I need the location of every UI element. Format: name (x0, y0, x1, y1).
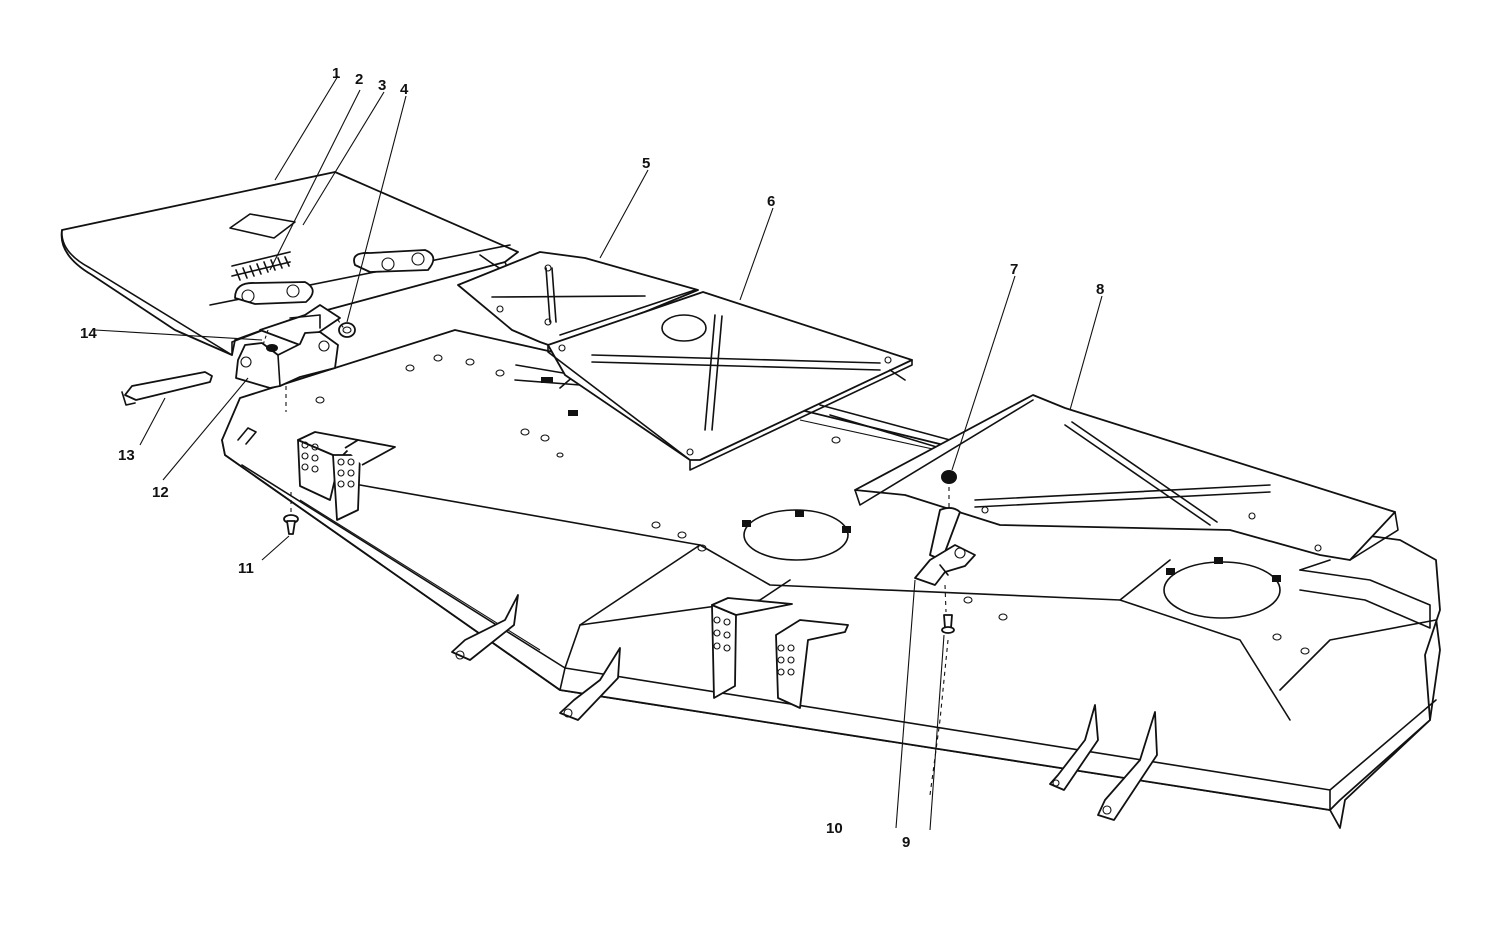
mounting-screw (283, 514, 299, 535)
callout-4: 4 (400, 81, 409, 98)
callout-14: 14 (80, 325, 97, 342)
callout-8: 8 (1096, 281, 1104, 298)
callout-3: 3 (378, 77, 386, 94)
latch-screw (941, 614, 955, 634)
callout-2: 2 (355, 71, 363, 88)
hinge-bolt (121, 371, 213, 406)
center-belt-cover (547, 291, 913, 471)
knob (941, 470, 957, 484)
hanger-brackets (297, 431, 1158, 821)
callout-10: 10 (826, 820, 843, 837)
cover-latch (914, 507, 976, 586)
callout-1: 1 (332, 65, 340, 82)
callout-5: 5 (642, 155, 650, 172)
mower-deck (221, 329, 1441, 829)
callout-12: 12 (152, 484, 169, 501)
hinge-bracket (235, 331, 339, 389)
callout-11: 11 (238, 560, 254, 577)
callout-13: 13 (118, 447, 135, 464)
callout-6: 6 (767, 193, 775, 210)
callout-labels: 1 2 3 4 5 6 7 8 9 10 11 12 13 14 (80, 65, 1104, 851)
callout-leaders (94, 75, 1103, 831)
callout-9: 9 (902, 834, 910, 851)
alignment-lines (262, 319, 950, 796)
deflector-shield (60, 171, 519, 356)
callout-7: 7 (1010, 261, 1018, 278)
